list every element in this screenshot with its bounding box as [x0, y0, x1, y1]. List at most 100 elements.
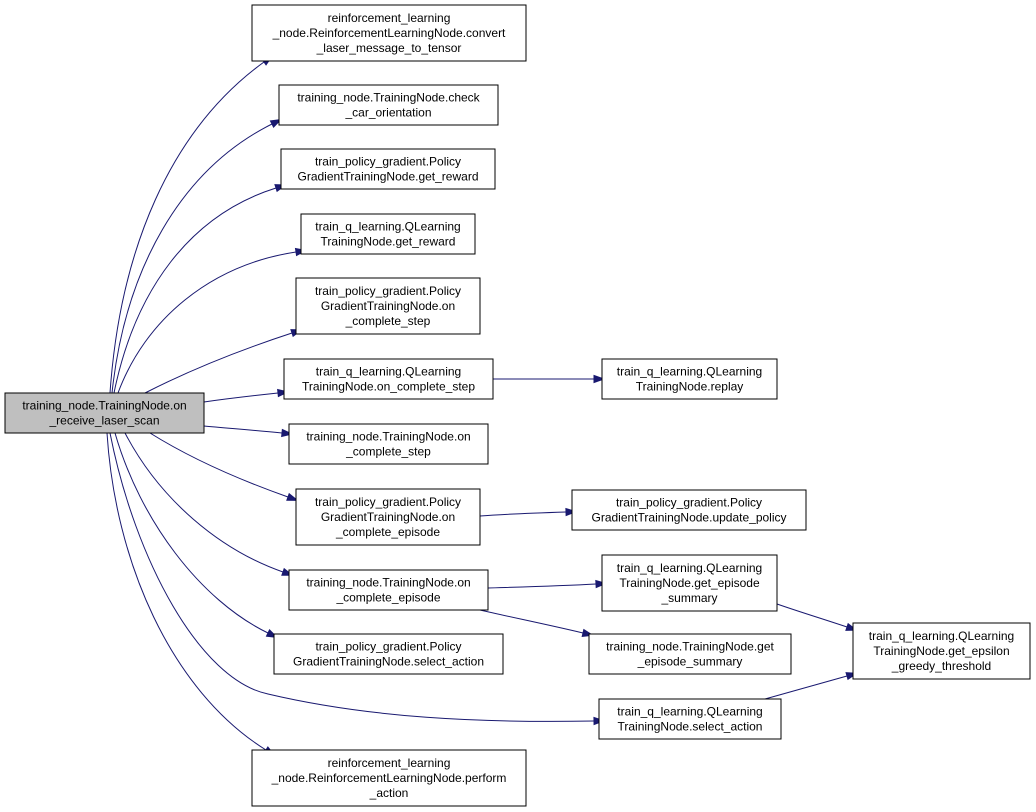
edge-root-n11 [124, 432, 294, 576]
node-label: GradientTrainingNode.update_policy [591, 511, 786, 525]
edge-root-n4 [117, 247, 308, 394]
graph-node[interactable]: training_node.TrainingNode.on_complete_s… [288, 423, 489, 465]
arrow-head [565, 507, 578, 517]
node-box[interactable] [251, 749, 527, 807]
arrow-head [593, 374, 606, 384]
node-label: _action [369, 786, 409, 800]
edge-line [149, 432, 289, 498]
graph-node[interactable]: train_q_learning.QLearningTrainingNode.s… [598, 698, 782, 740]
edge-n12-n15 [776, 603, 858, 631]
graph-node[interactable]: training_node.TrainingNode.on_complete_e… [288, 569, 489, 611]
arrow-head [286, 492, 299, 501]
node-label: TrainingNode.replay [636, 380, 744, 394]
edge-line [109, 432, 595, 722]
edge-line [764, 675, 848, 700]
node-label: GradientTrainingNode.on [321, 510, 455, 524]
graph-node[interactable]: reinforcement_learning_node.Reinforcemen… [251, 749, 527, 807]
arrow-head [277, 388, 290, 398]
edge-root-n6 [203, 388, 290, 403]
graph-node[interactable]: train_policy_gradient.PolicyGradientTrai… [273, 633, 504, 675]
node-label: train_policy_gradient.Policy [616, 496, 762, 510]
node-box[interactable] [852, 622, 1031, 680]
node-label: TrainingNode.on_complete_step [302, 380, 475, 394]
graph-node[interactable]: train_q_learning.QLearningTrainingNode.g… [852, 622, 1031, 680]
edge-line [776, 603, 848, 628]
node-box[interactable] [598, 698, 782, 740]
edge-root-n2 [111, 118, 283, 394]
edge-line [144, 332, 293, 394]
node-box[interactable] [288, 569, 489, 611]
edge-line [106, 432, 267, 751]
node-label: training_node.TrainingNode.on [306, 430, 470, 444]
node-box[interactable] [283, 358, 494, 400]
edge-n9-n10 [479, 507, 578, 517]
graph-node[interactable]: training_node.TrainingNode.get_episode_s… [588, 633, 792, 675]
edge-line [487, 583, 597, 589]
node-label: _episode_summary [637, 655, 743, 669]
nodes-layer: training_node.TrainingNode.on_receive_la… [4, 4, 1031, 807]
graph-node[interactable]: train_policy_gradient.PolicyGradientTrai… [295, 488, 481, 546]
node-label: _summary [660, 591, 717, 605]
graph-node[interactable]: train_q_learning.QLearningTrainingNode.g… [601, 554, 778, 612]
edge-line [113, 187, 277, 394]
edge-root-n1 [109, 55, 274, 394]
graph-node[interactable]: train_policy_gradient.PolicyGradientTrai… [571, 489, 807, 531]
node-box[interactable] [288, 423, 489, 465]
edge-root-n8 [203, 425, 294, 438]
graph-node[interactable]: train_q_learning.QLearningTrainingNode.o… [283, 358, 494, 400]
edge-line [114, 432, 269, 634]
root-node[interactable]: training_node.TrainingNode.on_receive_la… [4, 392, 205, 434]
edge-root-n9 [149, 432, 299, 501]
edge-n11-n13 [479, 609, 595, 637]
graph-node[interactable]: training_node.TrainingNode.check_car_ori… [278, 84, 499, 126]
node-box[interactable] [295, 488, 481, 546]
node-label: train_q_learning.QLearning [617, 365, 762, 379]
edge-line [109, 61, 265, 394]
edge-n6-n7 [492, 374, 606, 384]
node-label: train_q_learning.QLearning [316, 365, 461, 379]
node-label: training_node.TrainingNode.get [606, 640, 774, 654]
node-box[interactable] [295, 277, 481, 335]
node-label: _laser_message_to_tensor [316, 41, 462, 55]
graph-node[interactable]: train_policy_gradient.PolicyGradientTrai… [280, 148, 496, 190]
node-label: training_node.TrainingNode.on [306, 576, 470, 590]
node-box[interactable] [280, 148, 496, 190]
node-label: _node.ReinforcementLearningNode.perform [271, 771, 507, 785]
node-label: GradientTrainingNode.get_reward [298, 170, 479, 184]
edge-line [111, 123, 273, 394]
node-box[interactable] [278, 84, 499, 126]
edge-line [124, 432, 284, 573]
node-label: _complete_step [345, 445, 431, 459]
node-box[interactable] [273, 633, 504, 675]
node-label: GradientTrainingNode.on [321, 299, 455, 313]
node-label: train_policy_gradient.Policy [315, 495, 461, 509]
edges-layer [106, 55, 859, 757]
node-label: _car_orientation [344, 106, 431, 120]
node-box[interactable] [4, 392, 205, 434]
graph-node[interactable]: train_q_learning.QLearningTrainingNode.g… [300, 213, 476, 255]
node-box[interactable] [588, 633, 792, 675]
node-label: TrainingNode.get_epsilon [873, 644, 1009, 658]
node-label: TrainingNode.get_reward [321, 235, 456, 249]
graph-node[interactable]: train_q_learning.QLearningTrainingNode.r… [601, 358, 778, 400]
graph-node[interactable]: train_policy_gradient.PolicyGradientTrai… [295, 277, 481, 335]
node-label: train_q_learning.QLearning [869, 629, 1014, 643]
node-label: _greedy_threshold [891, 659, 991, 673]
node-label: train_policy_gradient.Policy [315, 155, 461, 169]
edge-n16-n15 [764, 672, 859, 700]
node-box[interactable] [300, 213, 476, 255]
node-box[interactable] [601, 554, 778, 612]
arrow-head [281, 428, 294, 438]
node-box[interactable] [251, 4, 527, 62]
node-label: train_policy_gradient.Policy [315, 640, 461, 654]
node-label: TrainingNode.get_episode [619, 576, 760, 590]
node-label: train_q_learning.QLearning [617, 561, 762, 575]
node-box[interactable] [571, 489, 807, 531]
edge-line [479, 511, 567, 517]
arrow-head [595, 579, 608, 589]
graph-node[interactable]: reinforcement_learning_node.Reinforcemen… [251, 4, 527, 62]
edge-line [479, 609, 584, 634]
edge-root-n5 [144, 329, 303, 394]
node-box[interactable] [601, 358, 778, 400]
